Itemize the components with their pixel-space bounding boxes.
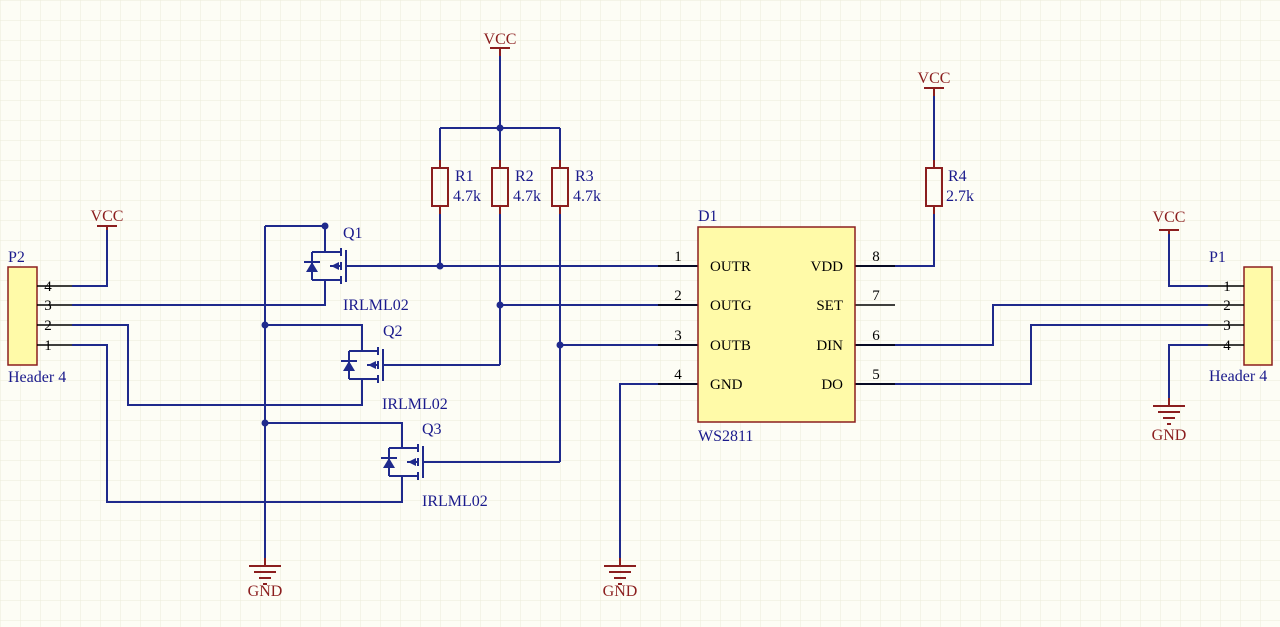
p1-designator: P1 [1209,249,1226,266]
d1-pin-number: 2 [674,288,682,304]
d1-pin-name-outg: OUTG [710,298,752,314]
net-din [855,304,1208,346]
q3-designator: Q3 [422,421,442,438]
junction-dot [321,222,329,230]
vcc-symbol-p1: VCC [1153,209,1186,234]
d1-pin-name-outb: OUTB [710,338,751,354]
net-do [855,324,1208,385]
q2-designator: Q2 [383,323,403,340]
resistor-r3: R3 4.7k [551,160,601,214]
gnd-symbol-p1: GND [1152,398,1187,444]
junction-dot [261,321,269,329]
q1-designator: Q1 [343,225,363,242]
r3-value: 4.7k [573,188,601,205]
mosfet-q1: Q1 IRLML02 [304,225,409,314]
d1-pin-lines [658,265,895,385]
d1-pin-number: 3 [674,328,682,344]
d1-pin-number: 7 [872,288,880,304]
mosfet-q2: Q2 IRLML02 [341,323,448,413]
header-p1: P1 Header 4 1 2 3 4 [1208,249,1273,385]
net-p1-gnd [1168,344,1208,400]
ic-d1-ws2811: D1 WS2811 OUTR OUTG OUTB GND VDD SET DIN… [658,208,895,445]
d1-body [697,226,856,423]
r4-designator: R4 [948,168,967,185]
junction-dot [436,262,444,270]
p2-pin-number: 2 [44,318,52,334]
vcc-label: VCC [918,70,951,87]
resistor-r2: R2 4.7k [491,160,541,214]
gnd-symbol-d1: GND [603,558,638,600]
p2-pin-number: 1 [44,338,52,354]
net-outg [72,208,698,366]
gnd-label: GND [1152,427,1187,444]
p1-pin-lines [1208,285,1244,346]
d1-pin-name-gnd: GND [710,377,743,393]
junction-dot [496,124,504,132]
r1-value: 4.7k [453,188,481,205]
p2-pin-number: 3 [44,298,52,314]
r3-designator: R3 [575,168,594,185]
vcc-symbol-r4: VCC [918,70,951,96]
d1-pin-number: 4 [674,367,682,383]
net-p1-vcc [1168,232,1208,287]
p2-pin-number: 4 [44,279,52,295]
r1-designator: R1 [455,168,474,185]
p1-pin-number: 3 [1223,318,1231,334]
p2-pin-lines [37,285,72,346]
junction-dot [496,301,504,309]
p2-body [7,266,38,366]
d1-designator: D1 [698,208,718,225]
d1-pin-number: 1 [674,249,682,265]
p1-pin-number: 4 [1223,338,1231,354]
d1-pin-name-vdd: VDD [811,259,844,275]
net-p2-pin2 [72,324,363,406]
q1-part: IRLML02 [343,297,409,314]
q2-part: IRLML02 [382,396,448,413]
header-p2: P2 Header 4 4 3 2 1 [7,249,72,386]
gnd-label: GND [603,583,638,600]
d1-pin-number: 5 [872,367,880,383]
resistor-r4: R4 2.7k [925,160,974,214]
r2-designator: R2 [515,168,534,185]
d1-pin-name-din: DIN [816,338,843,354]
mosfet-q3: Q3 IRLML02 [381,421,488,510]
d1-pin-number: 6 [872,328,880,344]
d1-pin-name-set: SET [816,298,843,314]
p1-pin-number: 1 [1223,279,1231,295]
r2-value: 4.7k [513,188,541,205]
resistor-r1: R1 4.7k [431,160,481,214]
p2-designator: P2 [8,249,25,266]
junction-dot [261,419,269,427]
q3-part: IRLML02 [422,493,488,510]
d1-pin-number: 8 [872,249,880,265]
vcc-symbol-top: VCC [484,31,517,56]
p1-pin-number: 2 [1223,298,1231,314]
gnd-label: GND [248,583,283,600]
net-p2-pin1 [72,344,403,503]
p1-part: Header 4 [1209,368,1267,385]
net-p2-vcc [72,228,108,287]
gnd-symbol-left: GND [248,558,283,600]
p2-part: Header 4 [8,369,66,386]
junction-dot [556,341,564,349]
junctions [261,124,564,427]
vcc-label: VCC [91,208,124,225]
vcc-label: VCC [1153,209,1186,226]
r4-value: 2.7k [946,188,974,205]
p1-body [1243,266,1273,366]
d1-pin-name-outr: OUTR [710,259,751,275]
vcc-symbol-p2: VCC [91,208,124,230]
d1-part: WS2811 [698,428,753,445]
net-outr [352,208,698,267]
vcc-label: VCC [484,31,517,48]
d1-pin-name-do: DO [821,377,843,393]
